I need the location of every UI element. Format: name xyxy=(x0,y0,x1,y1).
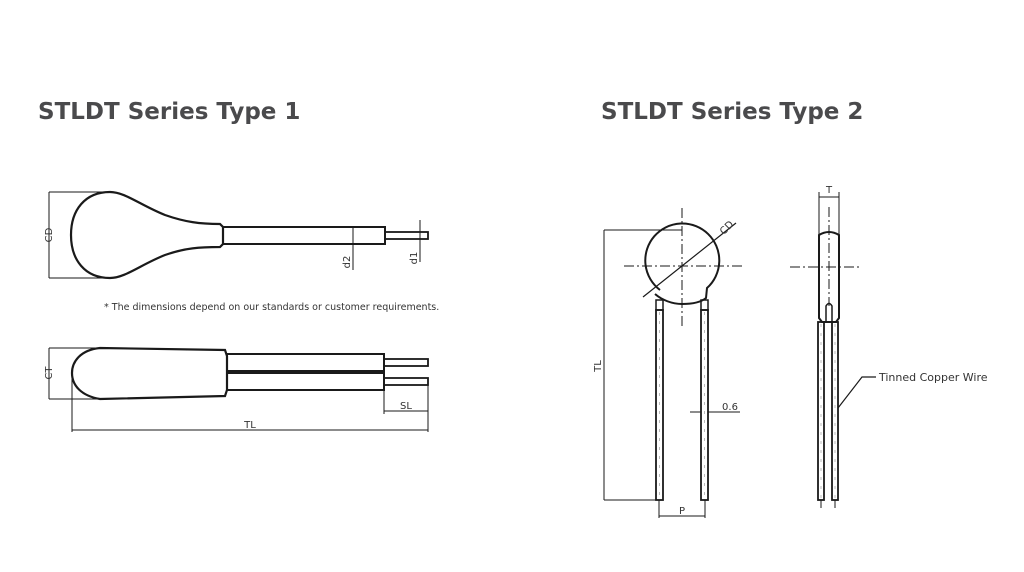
type1-top-view xyxy=(48,190,429,280)
tinned-copper-wire-label: Tinned Copper Wire xyxy=(878,371,988,384)
type1-side-view xyxy=(48,346,429,432)
t-label: T xyxy=(825,185,833,196)
type2-side-view xyxy=(790,192,876,508)
p-label: P xyxy=(679,506,685,517)
type2-title: STLDT Series Type 2 xyxy=(601,99,864,125)
sl-label: SL xyxy=(400,401,412,412)
type1-title: STLDT Series Type 1 xyxy=(38,99,301,125)
dimensions-note: * The dimensions depend on our standards… xyxy=(104,302,440,313)
wire-diameter-label: 0.6 xyxy=(722,402,738,413)
d1-label: d1 xyxy=(409,252,420,265)
tl-label: TL xyxy=(243,420,256,431)
ct-label: CT xyxy=(44,366,55,380)
cd-label: CD xyxy=(44,227,55,242)
type2-front-view xyxy=(603,208,742,518)
tl-label-type2: TL xyxy=(593,360,604,373)
d2-label: d2 xyxy=(342,256,353,269)
